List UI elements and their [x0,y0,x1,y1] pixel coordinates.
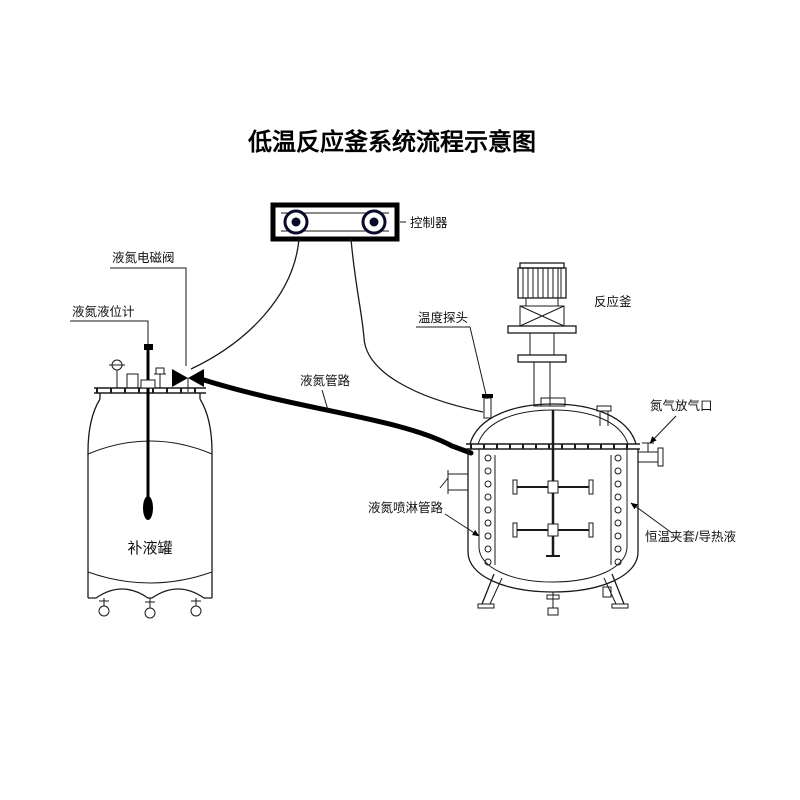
leader-temp-probe [469,326,488,400]
reactor-dome [469,403,637,445]
ln2-pipe [201,377,474,456]
signal-line-to-valve [190,238,300,370]
label-ln2-pipeline: 液氮管路 [300,373,351,388]
leader-n2-vent [649,415,677,444]
label-solenoid-valve: 液氮电磁阀 [112,250,175,265]
bottom-drain [546,586,612,616]
leader-solenoid-valve [110,267,187,366]
signal-line-to-probe [350,238,484,413]
label-controller: 控制器 [410,216,448,230]
reactor-legs [477,573,629,609]
caster-wheel-icon [144,598,156,619]
label-n2-vent: 氮气放气口 [650,398,713,413]
diagram-title: 低温反应釜系统流程示意图 [247,128,536,156]
reactor [439,262,664,616]
controller-box [270,202,406,242]
label-refill-tank: 补液罐 [127,540,172,557]
leader-jacket [630,502,673,534]
refill-tank: 补液罐 [87,344,213,619]
caster-wheel-icon [190,598,202,617]
dome-nozzle-right [596,405,612,426]
jacket-inlet-bracket [439,470,468,494]
label-temperature-probe: 温度探头 [418,310,468,325]
spray-coil [484,454,622,566]
tank-top-fittings [109,359,166,389]
solenoid-valve-icon [172,369,204,392]
label-spray-pipeline: 液氮喷淋管路 [368,500,444,515]
agitator-motor-icon [507,262,577,407]
agitator-shaft [512,410,594,557]
label-jacket: 恒温夹套/导热液 [645,529,736,544]
level-gauge-rod [140,344,156,520]
caster-wheel-icon [98,598,110,617]
leader-spray-pipeline [444,513,480,537]
temperature-probe-icon [482,394,493,419]
label-level-gauge: 液氮液位计 [72,304,135,319]
leader-level-gauge [70,320,149,356]
n2-vent-port [638,442,664,467]
label-reactor: 反应釜 [594,294,632,309]
